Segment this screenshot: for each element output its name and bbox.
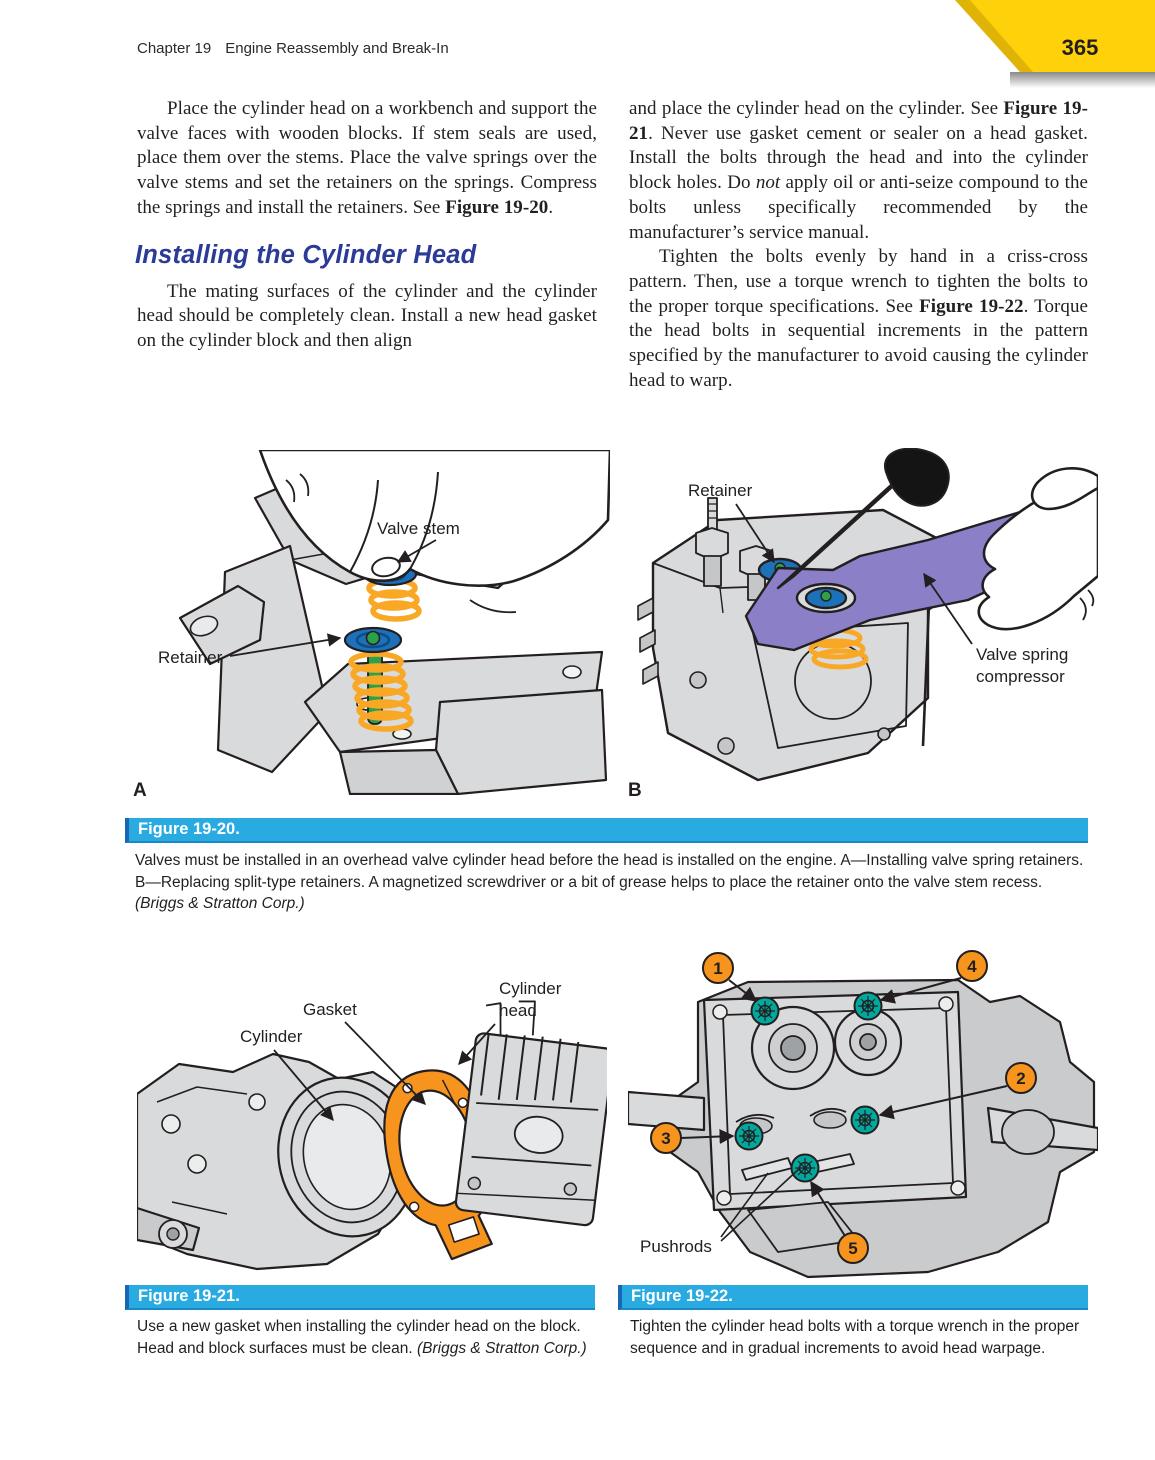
figure-19-20-b-illustration: Retainer Valve spring compressor — [637, 448, 1098, 782]
callout-4: 4 — [967, 957, 977, 976]
figure-19-22-title-bar: Figure 19-22. — [618, 1285, 1088, 1310]
tab-shape — [955, 0, 1155, 72]
cylinder-head-label-line2: head — [499, 1001, 537, 1020]
paragraph: Place the cylinder head on a workbench a… — [137, 98, 597, 218]
paragraph: and place the cylinder head on the cylin… — [629, 98, 1089, 243]
compressor-label-line1: Valve spring — [976, 645, 1068, 664]
figure-a-letter: A — [133, 780, 147, 801]
page-number: 365 — [1062, 35, 1099, 60]
chapter-label: Chapter 19 — [137, 40, 212, 57]
pushrods-label: Pushrods — [640, 1237, 712, 1256]
figure-19-20-title-bar: Figure 19-20. — [125, 818, 1088, 843]
figure-b-letter: B — [628, 780, 642, 801]
chapter-header: Chapter 19 Engine Reassembly and Break-In — [137, 40, 449, 57]
right-column: and place the cylinder head on the cylin… — [629, 97, 1088, 393]
figure-19-21-illustration: Cylinder Gasket Cylinder head — [137, 979, 607, 1271]
section-heading: Installing the Cylinder Head — [135, 240, 477, 269]
paragraph: Tighten the bolts evenly by hand in a cr… — [629, 246, 1088, 391]
figure-19-20-a-illustration: Valve stem Retainer — [158, 450, 610, 795]
chapter-title: Engine Reassembly and Break-In — [225, 40, 449, 57]
page-number-tab: 365 — [955, 0, 1155, 88]
figure-19-21-caption: Use a new gasket when installing the cyl… — [137, 1318, 587, 1357]
tab-shadow — [1010, 72, 1155, 88]
figure-19-22-illustration: 1 4 2 3 5 Pushrods — [628, 950, 1098, 1279]
cylinder-head-label-line1: Cylinder — [499, 979, 562, 998]
compressor-label-line2: compressor — [976, 667, 1065, 686]
paragraph: The mating surfaces of the cylinder and … — [137, 280, 597, 351]
valve-stem-label: Valve stem — [377, 519, 460, 538]
figure-19-22-caption: Tighten the cylinder head bolts with a t… — [630, 1318, 1080, 1357]
figure-19-20-caption: Valves must be installed in an overhead … — [135, 852, 1084, 913]
callout-2: 2 — [1016, 1069, 1025, 1088]
torque-sequence-callouts: 1 4 2 3 5 — [650, 950, 1037, 1264]
retainer-label-a: Retainer — [158, 648, 223, 667]
left-column: Place the cylinder head on a workbench a… — [135, 97, 597, 354]
callout-1: 1 — [713, 959, 722, 978]
retainer-label-b: Retainer — [688, 481, 753, 500]
gasket-label: Gasket — [303, 1000, 357, 1019]
callout-5: 5 — [848, 1239, 857, 1258]
cylinder-label: Cylinder — [240, 1027, 303, 1046]
figure-19-21-title-bar: Figure 19-21. — [125, 1285, 595, 1310]
tab-edge-shade — [955, 0, 1033, 72]
callout-3: 3 — [661, 1129, 670, 1148]
